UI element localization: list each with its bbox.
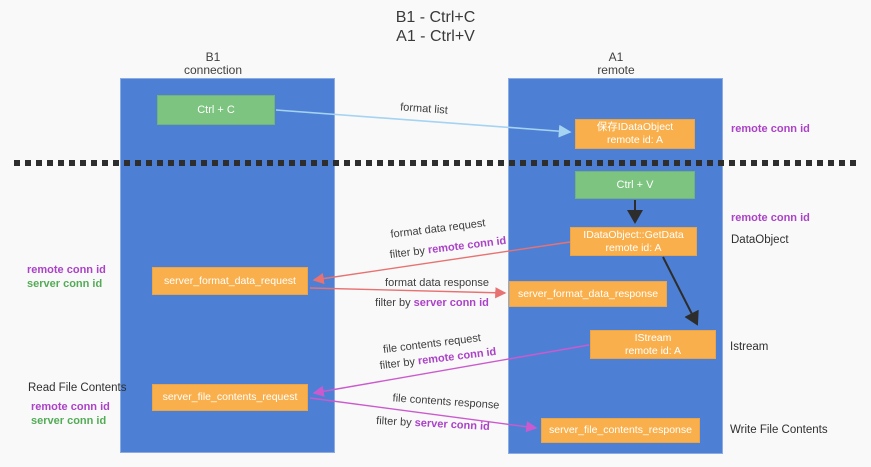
node-istream-line1: IStream xyxy=(634,331,672,344)
node-ctrl-c-label: Ctrl + C xyxy=(197,103,235,116)
node-getdata-line2: remote id: A xyxy=(605,241,662,254)
node-ctrl-v: Ctrl + V xyxy=(575,171,695,199)
label-remote-conn-id-top: remote conn id xyxy=(731,123,810,135)
node-save-dataobject: 保存IDataObject remote id: A xyxy=(575,119,695,149)
label-file-contents-response: file contents response xyxy=(392,392,500,412)
label-remote-conn-id-mid: remote conn id xyxy=(731,212,810,224)
label-istream: Istream xyxy=(730,341,769,353)
column-a1-name: A1 xyxy=(608,50,624,64)
node-getdata-line1: IDataObject::GetData xyxy=(583,228,684,241)
node-ctrl-v-label: Ctrl + V xyxy=(616,178,654,191)
node-istream-line2: remote id: A xyxy=(624,344,682,357)
node-server-format-data-request: server_format_data_request xyxy=(152,267,308,295)
label-left1-remote-conn-id: remote conn id xyxy=(27,264,106,276)
label-filter-server-1-highlight: server conn id xyxy=(413,297,489,309)
node-server-format-data-request-label: server_format_data_request xyxy=(164,274,296,287)
node-server-file-contents-response-label: server_file_contents_response xyxy=(548,424,692,436)
node-getdata: IDataObject::GetData remote id: A xyxy=(570,227,697,256)
label-filter-server-1-prefix: filter by xyxy=(375,297,414,309)
label-left2-server-conn-id: server conn id xyxy=(31,415,107,427)
column-header-b1: B1 connection xyxy=(153,51,273,77)
label-filter-remote-1-highlight: remote conn id xyxy=(427,234,507,257)
node-ctrl-c: Ctrl + C xyxy=(157,95,275,125)
label-left1-server-conn-id: server conn id xyxy=(27,278,103,290)
label-format-data-response: format data response xyxy=(385,277,489,289)
node-server-file-contents-request-label: server_file_contents_request xyxy=(162,391,298,403)
page-title: B1 - Ctrl+C A1 - Ctrl+V xyxy=(0,8,871,46)
node-save-dataobject-line1: 保存IDataObject xyxy=(596,121,674,133)
label-read-file-contents: Read File Contents xyxy=(28,382,127,394)
node-save-dataobject-line2: remote id: A xyxy=(606,134,664,146)
node-istream: IStream remote id: A xyxy=(590,330,716,359)
column-b1-name: B1 xyxy=(205,50,221,64)
label-format-data-request: format data request xyxy=(389,217,487,241)
column-a1-role: remote xyxy=(597,63,635,77)
label-write-file-contents: Write File Contents xyxy=(730,424,828,436)
label-filter-server-2-highlight: server conn id xyxy=(414,417,491,433)
label-dataobject: DataObject xyxy=(731,234,789,246)
label-filter-server-1: filter by server conn id xyxy=(375,297,489,309)
node-server-format-data-response: server_format_data_response xyxy=(509,281,667,307)
label-format-list: format list xyxy=(399,101,449,117)
label-left2-remote-conn-id: remote conn id xyxy=(31,401,110,413)
label-filter-server-2: filter by server conn id xyxy=(376,415,490,433)
column-header-a1: A1 remote xyxy=(556,51,676,77)
node-server-file-contents-response: server_file_contents_response xyxy=(541,418,700,443)
node-server-format-data-response-label: server_format_data_response xyxy=(517,287,659,300)
label-filter-remote-1-prefix: filter by xyxy=(389,244,429,262)
node-server-file-contents-request: server_file_contents_request xyxy=(152,384,308,411)
column-b1-role: connection xyxy=(183,63,243,77)
label-filter-remote-2-prefix: filter by xyxy=(379,355,419,373)
title-line-1: B1 - Ctrl+C xyxy=(395,9,476,26)
title-line-2: A1 - Ctrl+V xyxy=(396,28,475,45)
label-filter-server-2-prefix: filter by xyxy=(375,415,415,430)
dashed-divider xyxy=(14,160,857,166)
